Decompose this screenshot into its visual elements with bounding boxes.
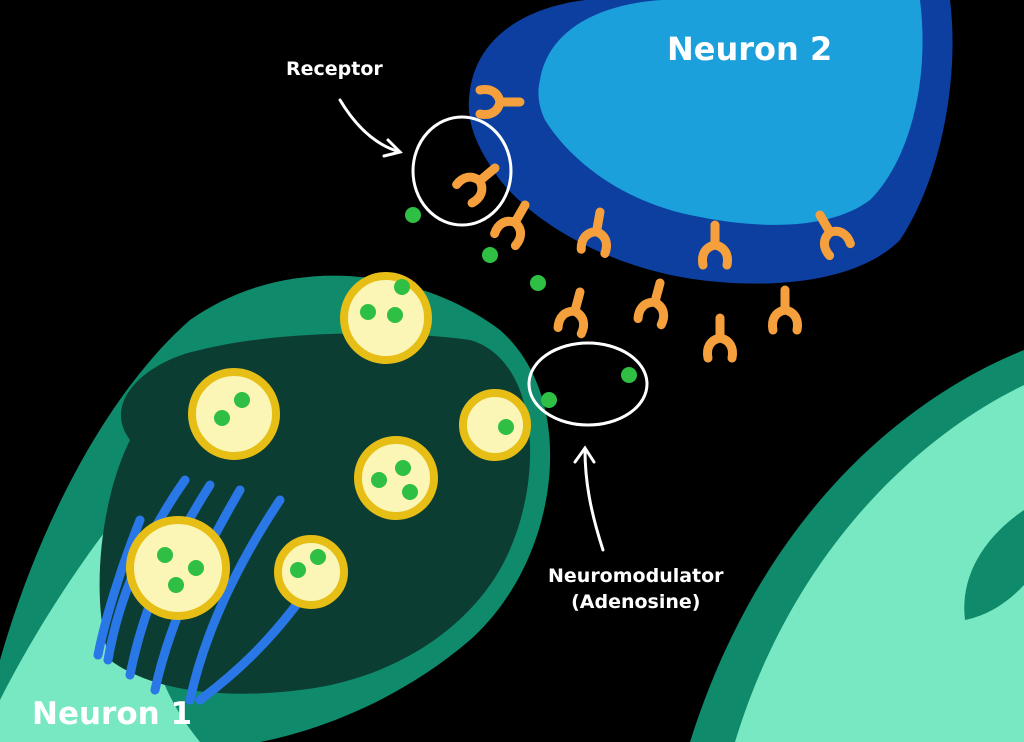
neuromodulator-label: Neuromodulator (Adenosine) bbox=[548, 563, 724, 615]
receptor-highlight-circle bbox=[411, 115, 513, 227]
neuromodulator-arrowhead bbox=[573, 445, 596, 464]
receptor-arrowhead bbox=[382, 138, 403, 158]
neuron-2-body bbox=[468, 0, 953, 284]
annotations bbox=[338, 98, 649, 552]
neuromodulator-highlight-circle bbox=[527, 341, 649, 427]
molecule bbox=[621, 367, 637, 383]
neighbor-neuron bbox=[690, 350, 1024, 742]
neuron-2-label: Neuron 2 bbox=[667, 30, 833, 68]
molecule bbox=[405, 207, 421, 223]
receptor-arrow bbox=[338, 98, 402, 154]
vesicles bbox=[126, 272, 531, 620]
vesicle bbox=[340, 272, 432, 364]
vesicle bbox=[354, 436, 438, 520]
molecule bbox=[530, 275, 546, 291]
receptor-label: Receptor bbox=[286, 58, 383, 80]
neuromodulator-subtitle: (Adenosine) bbox=[571, 591, 701, 613]
molecule bbox=[482, 247, 498, 263]
vesicle bbox=[188, 368, 280, 460]
vesicle bbox=[274, 535, 348, 609]
free-molecules bbox=[405, 207, 637, 408]
neuron-1-label: Neuron 1 bbox=[32, 696, 193, 732]
vesicle bbox=[459, 389, 531, 461]
vesicle bbox=[126, 516, 230, 620]
neuromodulator-arrow bbox=[583, 448, 605, 552]
molecule bbox=[541, 392, 557, 408]
neuromodulator-title: Neuromodulator bbox=[548, 565, 724, 587]
